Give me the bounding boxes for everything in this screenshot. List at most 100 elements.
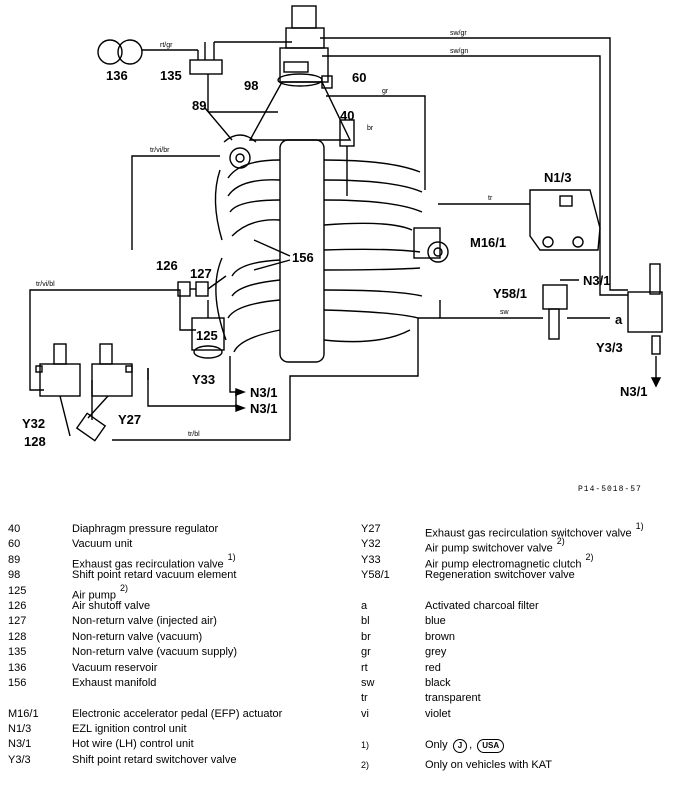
legend-description-text: Exhaust gas recirculation switchover val… (425, 527, 632, 540)
legend-description-text: blue (425, 615, 446, 628)
legend-description (425, 584, 677, 599)
legend-code: M16/1 (8, 707, 39, 720)
label-m161: M16/1 (470, 235, 506, 250)
legend-description-text: Shift point retard vacuum element (72, 569, 237, 582)
egr-valve (223, 134, 257, 169)
wire-sw-gr: sw/gr (450, 30, 467, 37)
legend-code: 126 (8, 599, 27, 612)
non-return-valve-135 (189, 59, 223, 75)
footnotes: 1) Only J, USA 2) Only on vehicles with … (361, 734, 677, 773)
label-n31-2: N3/1 (250, 401, 277, 416)
legend-row: M16/1 Electronic accelerator pedal (EFP) … (8, 707, 348, 722)
efp-actuator (413, 227, 449, 263)
legend-description-text: Non-return valve (vacuum supply) (72, 646, 238, 659)
legend-description (72, 691, 348, 706)
legend-description: Air pump electromagnetic clutch2) (425, 551, 677, 571)
legend-code: Y32 (361, 538, 381, 551)
legend-description: Non-return valve (vacuum) (72, 630, 348, 645)
legend-code: Y33 (361, 553, 381, 566)
wire-rt-gr: rt/gr (160, 42, 173, 49)
wire-tr-vi-bl: tr/vi/bl (36, 281, 55, 288)
legend-row: gr grey (361, 645, 677, 660)
legend-description: Non-return valve (vacuum supply) (72, 645, 348, 660)
legend-description: Vacuum unit (72, 537, 348, 552)
non-return-valve-128 (75, 412, 107, 442)
label-y32: Y32 (22, 416, 45, 431)
legend-description-text: Electronic accelerator pedal (EFP) actua… (72, 707, 283, 720)
legend-code: gr (361, 646, 371, 659)
label-y27: Y27 (118, 412, 141, 427)
legend-footnote-ref: 1) (635, 521, 644, 531)
label-n13: N1/3 (544, 170, 571, 185)
air-shutoff-valve (177, 281, 209, 297)
intake-assembly (248, 5, 352, 141)
legend-code: tr (361, 692, 368, 705)
wire-tr-bl: tr/bl (188, 431, 200, 438)
label-40: 40 (340, 108, 354, 123)
legend-description-text: Hot wire (LH) control unit (72, 738, 194, 751)
vacuum-reservoir (97, 39, 143, 65)
legend-description: Non-return valve (injected air) (72, 614, 348, 629)
legend-description-text: Non-return valve (vacuum) (72, 630, 203, 643)
footnote-mark-1: 1) (361, 740, 370, 751)
label-156: 156 (292, 250, 314, 265)
legend-description-text: Vacuum reservoir (72, 661, 158, 674)
legend-row: Y32 Air pump switchover valve2) (361, 536, 677, 555)
legend-description: Hot wire (LH) control unit (72, 737, 348, 752)
legend-row: 128 Non-return valve (vacuum) (8, 630, 348, 645)
label-y33-shift: Y3/3 (596, 340, 623, 355)
wire-br: br (367, 125, 374, 132)
figure-number: P14-5018-57 (578, 485, 642, 494)
legend-description: Air pump2) (72, 582, 348, 602)
legend-description-text: Air pump (72, 589, 117, 602)
wire-sw: sw (500, 309, 510, 316)
legend-code: 128 (8, 630, 27, 643)
legend-code: Y27 (361, 523, 381, 535)
label-a: a (615, 312, 623, 327)
shift-point-retard-switchover-valve (627, 263, 663, 355)
label-n31-3: N3/1 (583, 273, 610, 288)
vacuum-hose-diagram: 136 135 98 60 89 40 N1/3 M16/1 156 126 1… (22, 5, 663, 449)
legend-description: Diaphragm pressure regulator (72, 522, 348, 537)
legend-description: black (425, 676, 677, 691)
legend-row (361, 584, 677, 599)
legend-description-text: black (425, 676, 451, 689)
badge-separator: , (469, 739, 473, 752)
legend-description-text: Activated charcoal filter (425, 599, 539, 612)
legend-code: 98 (8, 569, 21, 582)
label-135: 135 (160, 68, 182, 83)
legend-description-text: Exhaust manifold (72, 676, 157, 689)
legend-description: Exhaust manifold (72, 676, 348, 691)
legend-description-text: red (425, 661, 441, 674)
legend-code: N3/1 (8, 738, 32, 751)
legend-description-text: transparent (425, 692, 481, 705)
legend-description: transparent (425, 691, 677, 706)
wire-tr: tr (488, 195, 493, 202)
legend-footnote-ref: 2) (585, 551, 594, 562)
regeneration-switchover-valve (542, 279, 579, 340)
legend-description: red (425, 661, 677, 676)
legend-description-text: Shift point retard switchover valve (72, 753, 237, 766)
air-pump-switchover-valve (35, 343, 81, 397)
legend-code: br (361, 630, 371, 643)
legend-footnote-ref: 2) (120, 582, 129, 593)
legend-description: Air pump switchover valve2) (425, 536, 677, 555)
legend-description: Regeneration switchover valve (425, 568, 677, 583)
legend-code: Y58/1 (361, 569, 390, 582)
legend-row: 98 Shift point retard vacuum element (8, 568, 348, 583)
legend-code (361, 584, 425, 599)
legend-code: vi (361, 707, 369, 720)
legend-description-text: grey (425, 646, 447, 659)
wire-sw-gn: sw/gn (450, 48, 468, 55)
legend-description-text: Exhaust gas recirculation valve (72, 558, 224, 571)
legend-code: 136 (8, 661, 27, 674)
footnote-text-2: Only on vehicles with KAT (425, 759, 552, 771)
footnote-prefix: Only (425, 739, 448, 752)
ezl-ignition-control-unit (529, 189, 601, 251)
